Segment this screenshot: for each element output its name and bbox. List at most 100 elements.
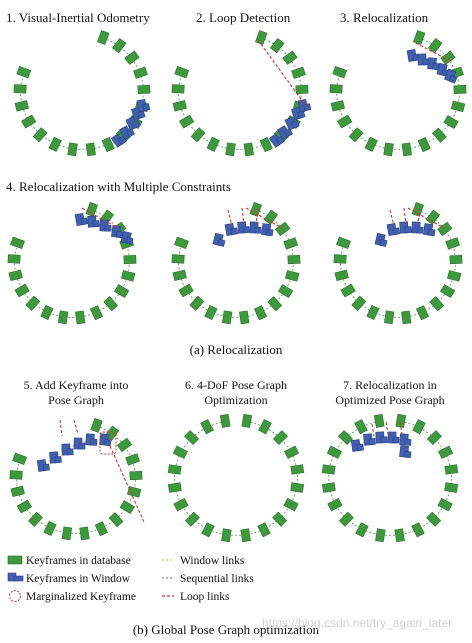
keyframe-window [374, 232, 388, 247]
keyframe-database [137, 84, 151, 95]
panel-7-title-line2: Optimized Pose Graph [335, 393, 444, 407]
keyframe-window [85, 433, 98, 446]
keyframe-database [334, 269, 349, 281]
keyframe-window [99, 433, 112, 447]
keyframe-database [285, 270, 300, 282]
keyframe-database [125, 453, 140, 466]
keyframe-database [48, 136, 62, 152]
panel-6-diagram [167, 413, 305, 543]
loop-link [109, 445, 145, 523]
keyframe-database [14, 100, 29, 112]
keyframe-database [124, 50, 140, 65]
keyframe-database [332, 65, 348, 79]
keyframe-database [167, 482, 182, 493]
panel-2-diagram [171, 30, 312, 157]
keyframe-database [427, 37, 443, 54]
keyframe-database [97, 30, 110, 45]
panel-7-title-line1: 7. Relocalization in [343, 378, 437, 392]
keyframe-database [25, 295, 41, 311]
panel-4-diagram-1 [7, 201, 137, 325]
keyframe-database [85, 142, 96, 157]
legend-loop-links: Loop links [180, 591, 230, 603]
keyframe-database [172, 100, 187, 112]
keyframe-database [351, 295, 367, 311]
keyframe-database [103, 296, 119, 312]
keyframe-database [21, 114, 37, 129]
keyframe-database [412, 419, 426, 435]
keyframe-window [49, 451, 62, 464]
keyframe-database [201, 522, 215, 538]
keyframe-database [172, 445, 188, 459]
keyframe-database [338, 430, 354, 446]
loop-link [389, 209, 395, 227]
keyframe-database [243, 142, 254, 157]
keyframe-database [383, 310, 395, 325]
keyframe-database [290, 482, 305, 493]
keyframe-database [101, 137, 115, 153]
keyframe-database [326, 445, 342, 459]
keyframe-database [373, 413, 385, 428]
keyframe-database [12, 452, 28, 466]
keyframe-database [61, 526, 73, 541]
keyframe-database [431, 127, 447, 143]
keyframe-window [399, 221, 412, 234]
keyframe-database [171, 254, 185, 264]
sequential-links [328, 420, 452, 536]
legend-keyframes-window: Keyframes in Window [26, 573, 131, 585]
keyframe-window [386, 223, 401, 236]
loop-link [385, 421, 389, 435]
keyframe-database [272, 430, 288, 446]
keyframe-database [401, 142, 412, 157]
keyframe-database [429, 296, 445, 312]
keyframe-window [74, 213, 89, 226]
keyframe-window [249, 221, 262, 234]
keyframe-window [87, 215, 100, 228]
keyframe-database [257, 522, 271, 538]
keyframe-database [119, 500, 135, 514]
keyframe-database [190, 127, 206, 143]
keyframe-database [275, 221, 291, 237]
keyframe-database [89, 305, 104, 321]
keyframe-database [269, 37, 285, 54]
keyframe-database [7, 254, 21, 264]
panel-5-diagram [9, 417, 145, 541]
keyframe-database [258, 419, 272, 435]
loop-link [59, 419, 63, 437]
keyframe-database [75, 310, 86, 325]
keyframe-database [327, 497, 343, 512]
keyframe-database [272, 511, 288, 527]
keyframe-database [284, 445, 300, 459]
keyframe-database [355, 522, 369, 538]
keyframe-window [399, 433, 412, 446]
panel-4-title: 4. Relocalization with Multiple Constrai… [6, 179, 231, 194]
keyframe-window [423, 223, 436, 237]
keyframe-window [350, 439, 364, 452]
keyframe-window [99, 219, 112, 232]
legend-marginalized: Marginalized Keyframe [26, 591, 136, 603]
keyframe-window [119, 125, 135, 140]
panel-1-diagram [13, 30, 151, 157]
sequential-links [174, 420, 298, 536]
keyframe-database [333, 254, 347, 264]
keyframe-database [321, 482, 336, 493]
keyframe-window [136, 98, 151, 113]
keyframe-database [204, 304, 218, 321]
keyframe-database [16, 65, 32, 79]
keyframe-database [129, 470, 143, 481]
keyframe-database [295, 84, 309, 95]
keyframe-database [184, 511, 200, 527]
panel-6-title-line2: Optimization [204, 393, 267, 407]
keyframe-database [179, 114, 195, 129]
panel-7-diagram [321, 413, 459, 543]
keyframe-window [444, 68, 458, 84]
keyframe-database [240, 528, 251, 543]
keyframe-database [321, 464, 336, 475]
panel-3-title: 3. Relocalization [340, 10, 429, 25]
keyframe-database [445, 237, 461, 250]
keyframe-database [437, 221, 453, 237]
keyframe-database [426, 430, 442, 446]
keyframe-database [449, 254, 463, 265]
keyframe-database [444, 482, 459, 493]
marginalized-keyframe-marker [99, 431, 117, 455]
